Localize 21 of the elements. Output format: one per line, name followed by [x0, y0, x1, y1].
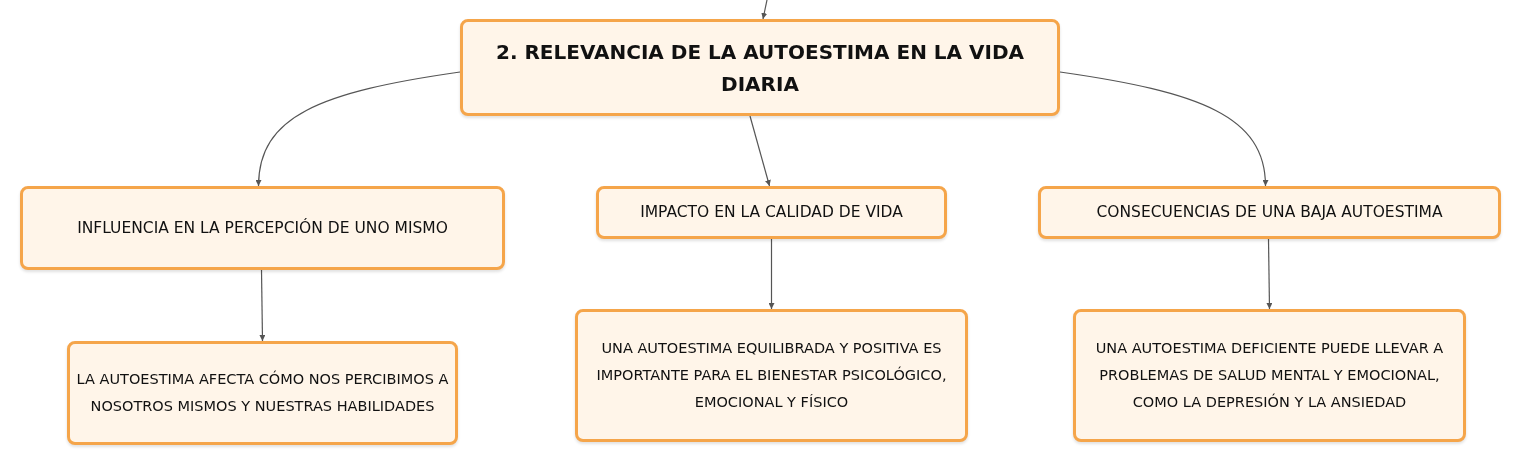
connector-arrow: [749, 115, 771, 187]
connector-arrow: [1059, 71, 1268, 187]
topic-box: [67, 341, 458, 445]
topic-text: CONSECUENCIAS DE UNA BAJA AUTOESTIMA: [1096, 202, 1443, 224]
connector-arrow: [761, 0, 768, 20]
topic-box: [20, 186, 505, 270]
topic-text: LA AUTOESTIMA AFECTA CÓMO NOS PERCIBIMOS A NOSOTROS MISMOS Y NUESTRAS HABILIDADES: [76, 369, 449, 416]
topic-text: INFLUENCIA EN LA PERCEPCIÓN DE UNO MISMO: [77, 217, 448, 239]
connector-arrow: [1266, 238, 1273, 310]
topic-box: [575, 309, 968, 442]
topic-text: UNA AUTOESTIMA EQUILIBRADA Y POSITIVA ES IMPORTANTE PARA EL BIENESTAR PSICOLÓGICO, EMOCIONAL Y FÍSICO: [595, 339, 948, 412]
topic-text: UNA AUTOESTIMA DEFICIENTE PUEDE LLEVAR A PROBLEMAS DE SALUD MENTAL Y EMOCIONAL, COMO LA DEPRESIÓN Y LA ANSIEDAD: [1094, 339, 1445, 412]
connector-arrow: [259, 269, 266, 342]
topic-text: IMPACTO EN LA CALIDAD DE VIDA: [640, 202, 903, 224]
connector-arrow: [768, 238, 775, 310]
topic-box: [1038, 186, 1501, 239]
topic-box: [460, 19, 1060, 116]
topic-box: [1073, 309, 1466, 442]
topic-box: [596, 186, 947, 239]
connector-arrow: [256, 71, 461, 187]
topic-text: 2. RELEVANCIA DE LA AUTOESTIMA EN LA VIDA DIARIA: [494, 38, 1025, 98]
